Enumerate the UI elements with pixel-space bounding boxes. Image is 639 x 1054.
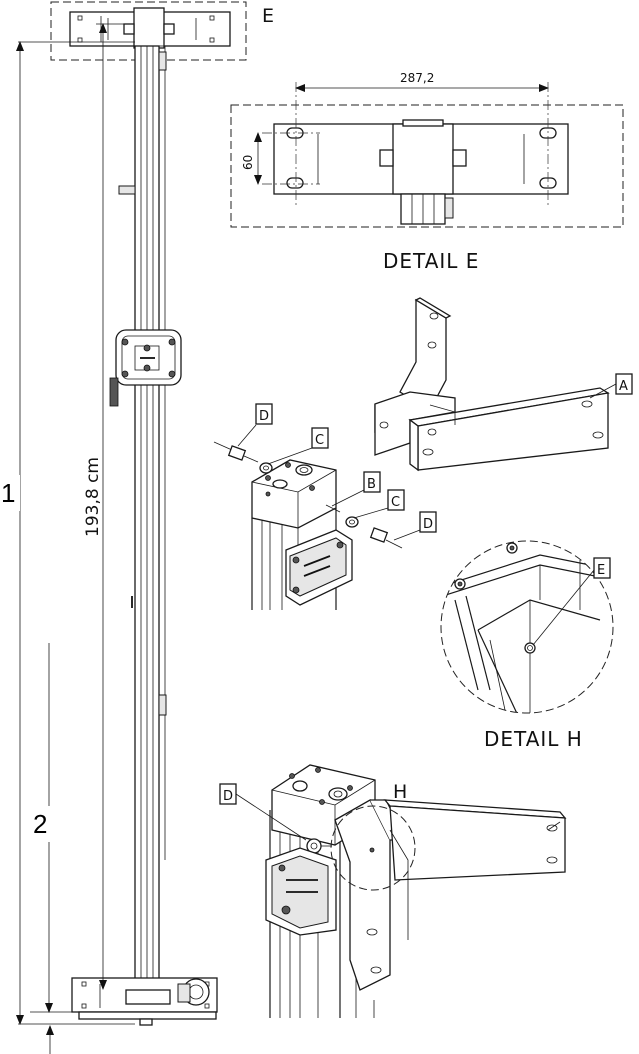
pole-elevation: E — [0, 1, 274, 1054]
detail-h-title: DETAIL H — [484, 727, 583, 751]
callout-c2: C — [391, 495, 400, 510]
plate-height-dimension: 60 — [241, 155, 255, 170]
detail-h-marker-circle — [330, 805, 416, 891]
callout-b: B — [367, 477, 376, 492]
carriage — [109, 329, 182, 407]
plate-width-dimension: 287,2 — [400, 71, 434, 85]
dimension-1-label: 1 — [1, 478, 15, 508]
callout-c1: C — [315, 433, 324, 448]
callout-a: A — [619, 379, 628, 394]
detail-e-frame — [230, 104, 624, 228]
callout-d2: D — [423, 517, 433, 532]
callout-e: E — [597, 563, 605, 578]
wall-bracket: A — [374, 297, 633, 472]
detail-e-marker: E — [262, 5, 274, 27]
bottom-assembly: H D — [219, 764, 567, 1018]
total-height-dimension: 193,8 cm — [83, 457, 103, 537]
detail-e-title: DETAIL E — [383, 249, 479, 273]
head-assembly: D C B C D — [213, 403, 437, 610]
detail-h-marker: H — [393, 781, 407, 803]
callout-d1: D — [259, 409, 269, 424]
dimension-2-label: 2 — [33, 809, 47, 839]
detail-h-circle — [440, 540, 614, 714]
base — [71, 977, 218, 1026]
callout-d3: D — [223, 789, 233, 804]
detail-h: E DETAIL H — [440, 540, 614, 751]
detail-e: 287,2 60 DETAIL E — [230, 71, 624, 273]
